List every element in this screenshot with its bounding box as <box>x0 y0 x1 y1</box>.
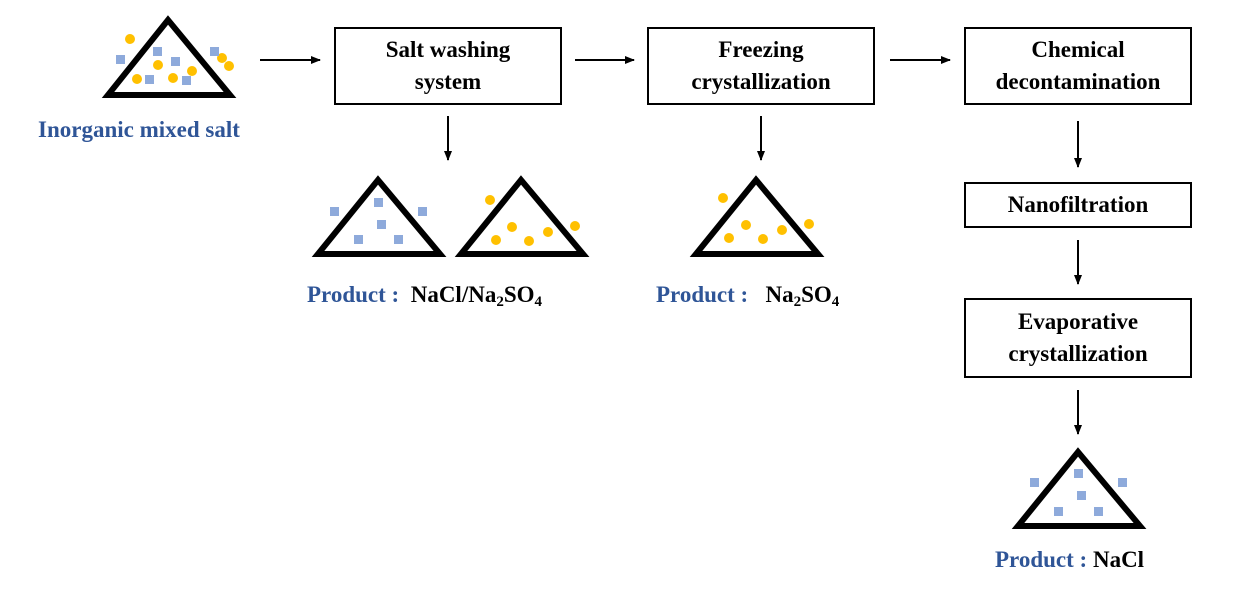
freezing-product-formula: Na2SO4 <box>765 282 840 310</box>
nanofiltration-line1: Nanofiltration <box>1007 192 1149 217</box>
salt-washing-step: Salt washing system <box>334 27 562 105</box>
freezing-product-line: Product : Na2SO4 <box>656 282 840 310</box>
evaporative-line1: Evaporative <box>1017 309 1139 334</box>
freezing-product-label: Product : <box>656 282 749 307</box>
washing-product-formula: NaCl/Na2SO4 <box>410 282 543 310</box>
freezing-step: Freezing crystallization <box>647 27 875 105</box>
freezing-line1: Freezing <box>718 37 804 62</box>
nacl-pile-icon <box>311 175 447 257</box>
final-product-formula: NaCl <box>1092 547 1145 572</box>
chemical-decontamination-step: Chemical decontamination <box>964 27 1192 105</box>
washing-product-label: Product : <box>307 282 400 307</box>
na2so4-pile-icon <box>454 175 590 257</box>
evaporative-crystallization-step: Evaporative crystallization <box>964 298 1192 378</box>
final-product-label: Product : <box>995 547 1088 572</box>
evaporative-line2: crystallization <box>1008 341 1148 366</box>
freezing-line2: crystallization <box>691 69 831 94</box>
freezing-na2so4-pile-icon <box>689 175 825 257</box>
final-product-line: Product : NaCl <box>995 547 1144 573</box>
washing-product-line: Product : NaCl/Na2SO4 <box>307 282 543 310</box>
mixed-salt-pile-icon <box>101 15 237 98</box>
salt-washing-line2: system <box>414 69 482 94</box>
salt-washing-line1: Salt washing <box>385 37 511 62</box>
source-label: Inorganic mixed salt <box>38 117 240 142</box>
chemical-line2: decontamination <box>995 69 1161 94</box>
chemical-line1: Chemical <box>1031 37 1125 62</box>
final-nacl-pile-icon <box>1011 447 1147 529</box>
nanofiltration-step: Nanofiltration <box>964 182 1192 228</box>
